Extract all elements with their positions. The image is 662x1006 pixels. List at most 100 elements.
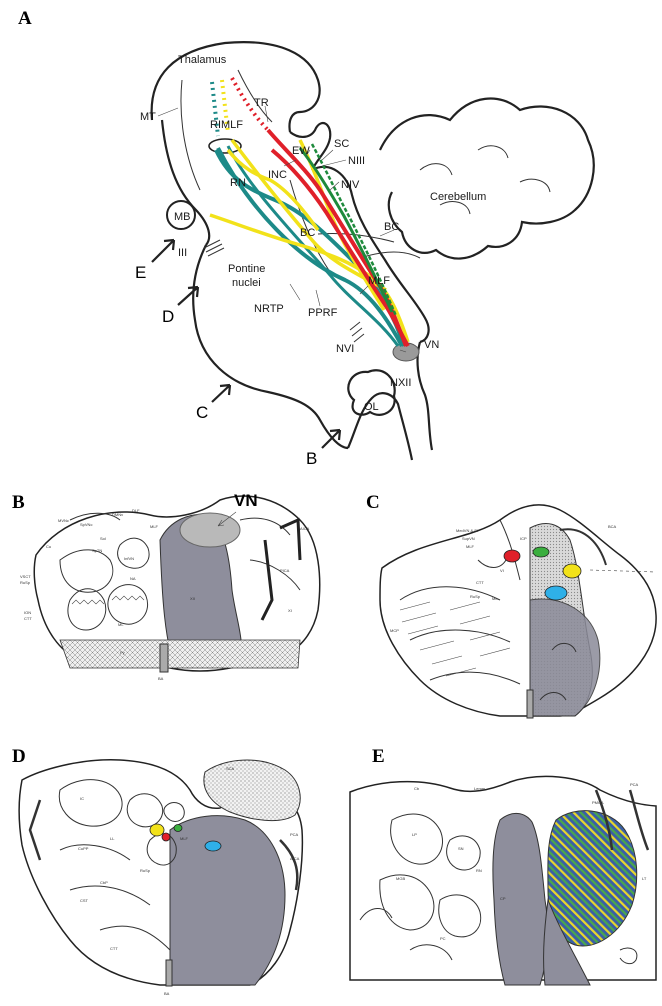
medulla-base-grid (60, 640, 300, 668)
d-label-4: MLF (180, 836, 189, 841)
b-label-5: Sol (100, 536, 106, 541)
label-rn: RN (230, 177, 246, 189)
label-mlf: MLF (368, 275, 390, 287)
label-cerebellum: Cerebellum (430, 191, 486, 203)
label-sc: SC (334, 138, 349, 150)
e-label-3: MGB (396, 876, 405, 881)
pons-outline (193, 245, 348, 448)
d-label-5: CuPP (78, 846, 89, 851)
label-ol: OL (364, 401, 379, 413)
label-nvi: NVI (336, 343, 354, 355)
cerebellum-folia (420, 146, 550, 214)
b-label-19: XII (190, 596, 195, 601)
d-label-0: SCA (226, 766, 235, 771)
d-label-6: CbP (100, 880, 108, 885)
b-label-6: Cu (46, 544, 51, 549)
label-mb: MB (174, 211, 191, 223)
d-label-7: CST (80, 898, 89, 903)
b-label-8: InfVN (124, 556, 134, 561)
label-ew: EW (292, 145, 310, 157)
cut-marker-d: D (162, 307, 174, 326)
label-nrtp: NRTP (254, 303, 284, 315)
panel-e: E Cb Lemm LP MGB SN RN CP PC PMCA PCA LT (350, 746, 656, 985)
cut-marker-c: C (196, 403, 208, 422)
marker-red-c (504, 550, 520, 562)
b-label-4: MLF (150, 524, 159, 529)
b-label-0: MVNc (58, 518, 69, 523)
arrow-c (212, 385, 230, 402)
panel-label-e: E (372, 746, 385, 767)
b-label-16: ML (118, 622, 124, 627)
label-pprf: PPRF (308, 307, 338, 319)
b-label-17: Py (120, 650, 125, 655)
marker-blue-c (545, 586, 567, 600)
c-label-1: SupVN (462, 536, 475, 541)
panel-label-c: C (366, 492, 380, 513)
panel-b: B VN MVNc SpVNc DMNv DLF MLF Sol Cu SpTN… (12, 491, 320, 681)
d-label-8: LL (110, 836, 115, 841)
c-label-0: MedVN & SI (456, 528, 478, 533)
panel-label-b: B (12, 492, 25, 513)
arrow-b (322, 430, 340, 448)
cerebellum-outline (380, 99, 594, 259)
b-label-2: DMNv (112, 512, 123, 517)
label-niv: NIV (341, 179, 360, 191)
panel-a: A (18, 8, 594, 468)
marker-green-c (533, 547, 549, 557)
panel-c: C MedVN & SI SupVN MLF VI CTT ML RuSp MC… (366, 492, 656, 718)
label-rimlf: RIMLF (210, 119, 243, 131)
panel-d: D SCA PCA AICA IC MLF CuPP CbP CST LL Ru… (12, 746, 302, 996)
e-label-4: SN (458, 846, 464, 851)
label-niii: NIII (348, 155, 365, 167)
e-label-9: PCA (630, 782, 639, 787)
arrow-d (178, 287, 198, 305)
c-label-2: MLF (466, 544, 475, 549)
marker-yellow-c (563, 564, 581, 578)
b-label-3: DLF (132, 508, 140, 513)
label-iii: III (178, 247, 187, 259)
e-label-7: PC (440, 936, 446, 941)
cut-marker-b: B (306, 449, 317, 468)
e-label-1: Lemm (474, 786, 486, 791)
label-nxii: NXII (390, 377, 411, 389)
label-thalamus: Thalamus (178, 54, 227, 66)
panel-label-d: D (12, 746, 26, 767)
fourth-ventricle-outline (418, 342, 432, 450)
b-label-10: PICA (280, 568, 290, 573)
c-label-9: BCA (608, 524, 617, 529)
panel-label-a: A (18, 8, 32, 29)
pons-section-outline (380, 505, 656, 716)
mt-tract (181, 80, 200, 190)
vn-region-shaded (180, 513, 240, 547)
c-label-3: VI (500, 568, 504, 573)
arrow-e (152, 240, 174, 262)
midbrain-right-shaded (170, 816, 285, 985)
d-label-1: PCA (290, 832, 299, 837)
b-label-20: XI (288, 608, 292, 613)
e-label-0: Cb (414, 786, 420, 791)
basilar-artery-c (527, 690, 533, 718)
e-label-6: CP (500, 896, 506, 901)
d-label-9: RuSp (140, 868, 151, 873)
label-bc-2: BC (300, 227, 315, 239)
c-label-6: RuSp (470, 594, 481, 599)
b-label-9: NA (130, 576, 136, 581)
basilar-artery (160, 644, 168, 672)
b-label-7: SpTN (92, 548, 102, 553)
c-label-8: ICP (520, 536, 527, 541)
e-label-10: LT (642, 876, 647, 881)
label-inc: INC (268, 169, 287, 181)
label-vn-b: VN (234, 491, 258, 510)
d-label-3: IC (80, 796, 84, 801)
label-nuclei: nuclei (232, 277, 261, 289)
c-label-5: ML (492, 596, 498, 601)
nvi-nerve (350, 322, 364, 342)
d-label-10: CTT (110, 946, 118, 951)
b-label-18: BA (158, 676, 164, 681)
label-pontine: Pontine (228, 263, 265, 275)
label-vn: VN (424, 339, 439, 351)
b-label-1: SpVNc (80, 522, 92, 527)
b-label-12: VSCT (20, 574, 31, 579)
label-mt: MT (140, 111, 156, 123)
